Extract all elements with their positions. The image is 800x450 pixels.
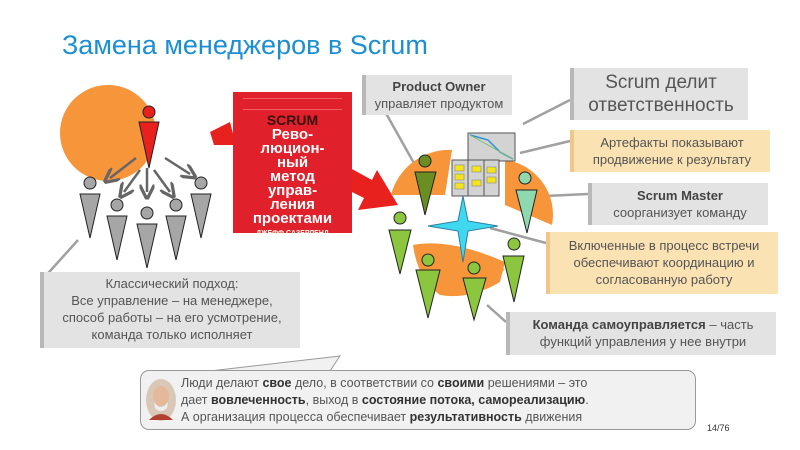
- arrow-icon: [210, 122, 236, 145]
- task-board-icon: [451, 159, 500, 197]
- quote-line-1: Люди делают свое дело, в соответствии со…: [181, 375, 695, 392]
- text-line: функций управления у нее внутри: [539, 334, 747, 349]
- book-title: Рево- люцион- ный метод управ- ления про…: [252, 126, 333, 227]
- author-avatar: [146, 379, 176, 421]
- manager-circle: [60, 85, 156, 181]
- role-desc: соорганизует команду: [613, 205, 747, 220]
- quote-segment: дело, в соответствии со: [291, 376, 438, 390]
- team-box: Команда самоуправляется – часть функций …: [506, 312, 776, 355]
- scrum-book-cover: SCRUM Рево- люцион- ный метод управ- лен…: [233, 92, 352, 237]
- quote-segment: решениями – это: [484, 376, 588, 390]
- quote-segment: движения: [521, 410, 583, 424]
- burndown-chart-icon: [467, 132, 516, 162]
- quote-line-3: А организация процесса обеспечивает резу…: [181, 409, 695, 426]
- team-bold: Команда самоуправляется: [532, 317, 706, 332]
- product-owner-box: Product Owner управляет продуктом: [362, 75, 512, 115]
- text-line: команда только исполняет: [91, 327, 253, 342]
- quote-segment: вовлеченность: [210, 393, 306, 407]
- text-line: согласованную работу: [595, 272, 733, 287]
- role-desc: управляет продуктом: [374, 96, 504, 111]
- quote-segment: дает: [181, 393, 211, 407]
- bubble-tail: [209, 355, 342, 372]
- text-line: ответственность: [588, 95, 734, 116]
- role-label: Scrum Master: [637, 188, 723, 203]
- classic-approach-box: Классический подход: Все управление – на…: [40, 272, 300, 348]
- connector-lines: [41, 98, 589, 323]
- role-label: Product Owner: [392, 79, 486, 94]
- quote-segment: состояние потока, самореализацию: [361, 393, 586, 407]
- text-line: Все управление – на менеджере,: [71, 293, 273, 308]
- subordinate-person-icons: [79, 176, 212, 269]
- page-number: 14/76: [707, 423, 730, 433]
- quote-segment: результативность: [409, 410, 522, 424]
- slide-title: Замена менеджеров в Scrum: [62, 30, 428, 60]
- quote-segment: свое: [262, 376, 292, 390]
- text-line: способ работы – на его усмотрение,: [62, 310, 282, 325]
- delegation-arrows: [110, 156, 190, 192]
- team-person-icons: [388, 211, 525, 322]
- quote-line-2: дает вовлеченность, выход в состояние по…: [181, 392, 695, 409]
- book-brand: SCRUM: [266, 112, 319, 128]
- text-line: Включенные в процесс встречи: [568, 238, 760, 253]
- artifacts-box: Артефакты показывают продвижение к резул…: [570, 130, 770, 172]
- quote-segment: , выход в: [305, 393, 362, 407]
- text-line: Артефакты показывают: [600, 135, 744, 150]
- text-line: Scrum делит: [605, 72, 717, 93]
- scrum-divides-box: Scrum делит ответственность: [570, 68, 748, 120]
- text-line: обеспечивают координацию и: [573, 255, 755, 270]
- quote-segment: А организация процесса обеспечивает: [181, 410, 410, 424]
- meetings-box: Включенные в процесс встречи обеспечиваю…: [546, 232, 778, 294]
- quote-segment: .: [585, 393, 589, 407]
- text-line: Классический подход:: [105, 276, 239, 291]
- book-author: ДЖЕФФ САЗЕРЛЕНД: [256, 230, 329, 237]
- quote-bubble: Люди делают свое дело, в соответствии со…: [140, 370, 696, 430]
- quote-segment: Люди делают: [181, 376, 263, 390]
- scrum-master-person-icon: [515, 171, 538, 234]
- arrow-right-icon: [348, 168, 398, 210]
- scrum-master-box: Scrum Master соорганизует команду: [588, 183, 768, 225]
- team-rest: – часть: [705, 317, 754, 332]
- manager-person-icon: [138, 105, 160, 169]
- quote-segment: своими: [437, 376, 485, 390]
- text-line: продвижение к результату: [592, 152, 752, 167]
- product-owner-person-icon: [414, 154, 437, 216]
- meeting-star-icon: [427, 195, 499, 263]
